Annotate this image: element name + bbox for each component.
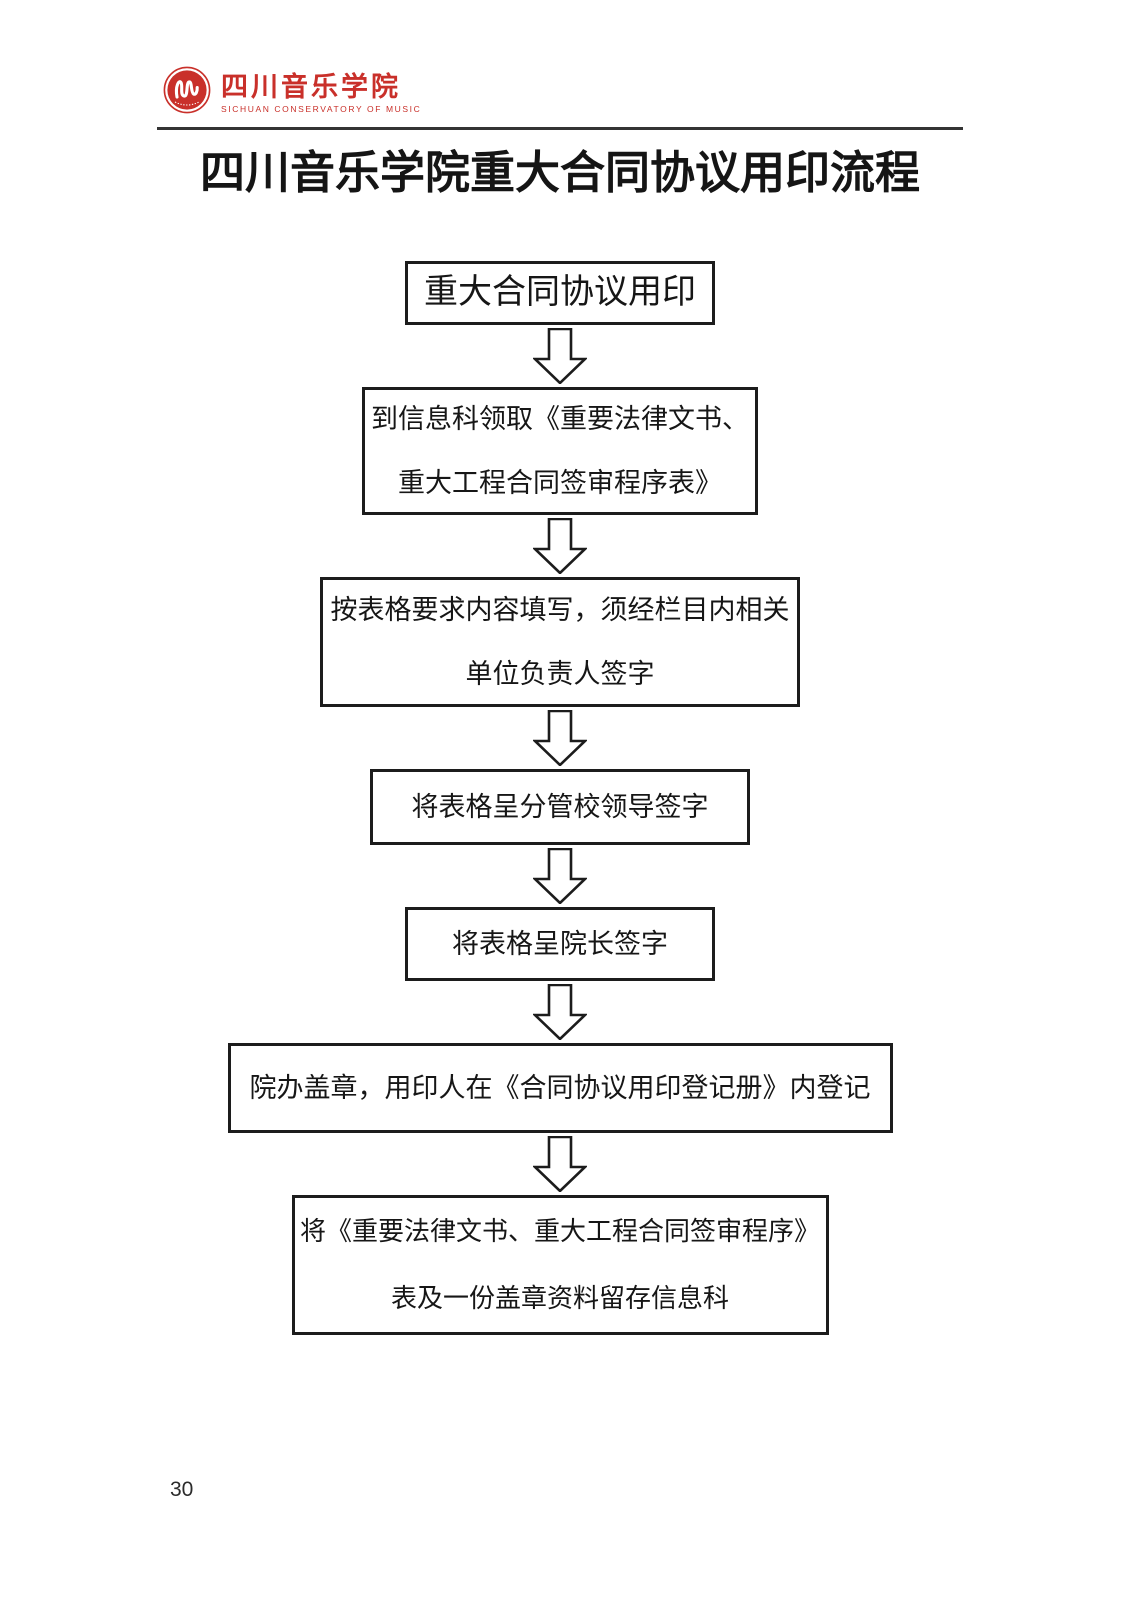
flow-box-step-5: 院办盖章，用印人在《合同协议用印登记册》内登记 bbox=[227, 1043, 893, 1133]
flow-box-step-3: 将表格呈分管校领导签字 bbox=[370, 769, 750, 845]
letterhead-divider bbox=[157, 127, 963, 130]
flow-box-step-6: 将《重要法律文书、重大工程合同签审程序》 表及一份盖章资料留存信息科 bbox=[291, 1195, 829, 1335]
flow-box-text: 单位负责人签字 bbox=[465, 659, 655, 689]
letterhead: 四川音乐学院 SICHUAN CONSERVATORY OF MUSIC bbox=[163, 66, 421, 114]
page-title: 四川音乐学院重大合同协议用印流程 bbox=[199, 147, 920, 198]
flow-box-text: 表及一份盖章资料留存信息科 bbox=[390, 1284, 729, 1313]
flow-box-text: 将表格呈分管校领导签字 bbox=[411, 791, 709, 822]
page-number: 30 bbox=[170, 1478, 194, 1501]
flow-box-step-1: 到信息科领取《重要法律文书、 重大工程合同签审程序表》 bbox=[362, 387, 758, 515]
down-arrow-icon bbox=[533, 984, 587, 1040]
flow-box-start: 重大合同协议用印 bbox=[405, 261, 715, 325]
flow-box-text: 院办盖章，用印人在《合同协议用印登记册》内登记 bbox=[249, 1072, 871, 1103]
down-arrow-icon bbox=[533, 518, 587, 574]
flow-box-text: 重大合同协议用印 bbox=[424, 273, 696, 311]
flow-box-step-2: 按表格要求内容填写，须经栏目内相关 单位负责人签字 bbox=[320, 577, 800, 707]
flow-box-text: 将《重要法律文书、重大工程合同签审程序》 bbox=[299, 1216, 820, 1246]
down-arrow-icon bbox=[533, 710, 587, 766]
conservatory-logo-icon bbox=[163, 66, 211, 114]
flow-box-text: 按表格要求内容填写，须经栏目内相关 bbox=[330, 594, 790, 625]
flow-box-text: 到信息科领取《重要法律文书、 bbox=[371, 403, 749, 434]
flow-box-text: 将表格呈院长签字 bbox=[452, 928, 668, 959]
flowchart: 重大合同协议用印 到信息科领取《重要法律文书、 重大工程合同签审程序表》 按表格… bbox=[157, 240, 963, 1335]
down-arrow-icon bbox=[533, 1136, 587, 1192]
flow-box-step-4: 将表格呈院长签字 bbox=[405, 907, 715, 981]
logo-name-zh: 四川音乐学院 bbox=[221, 72, 401, 102]
down-arrow-icon bbox=[533, 328, 587, 384]
logo-name-en: SICHUAN CONSERVATORY OF MUSIC bbox=[221, 104, 422, 115]
down-arrow-icon bbox=[533, 848, 587, 904]
flow-box-text: 重大工程合同签审程序表》 bbox=[398, 468, 722, 498]
